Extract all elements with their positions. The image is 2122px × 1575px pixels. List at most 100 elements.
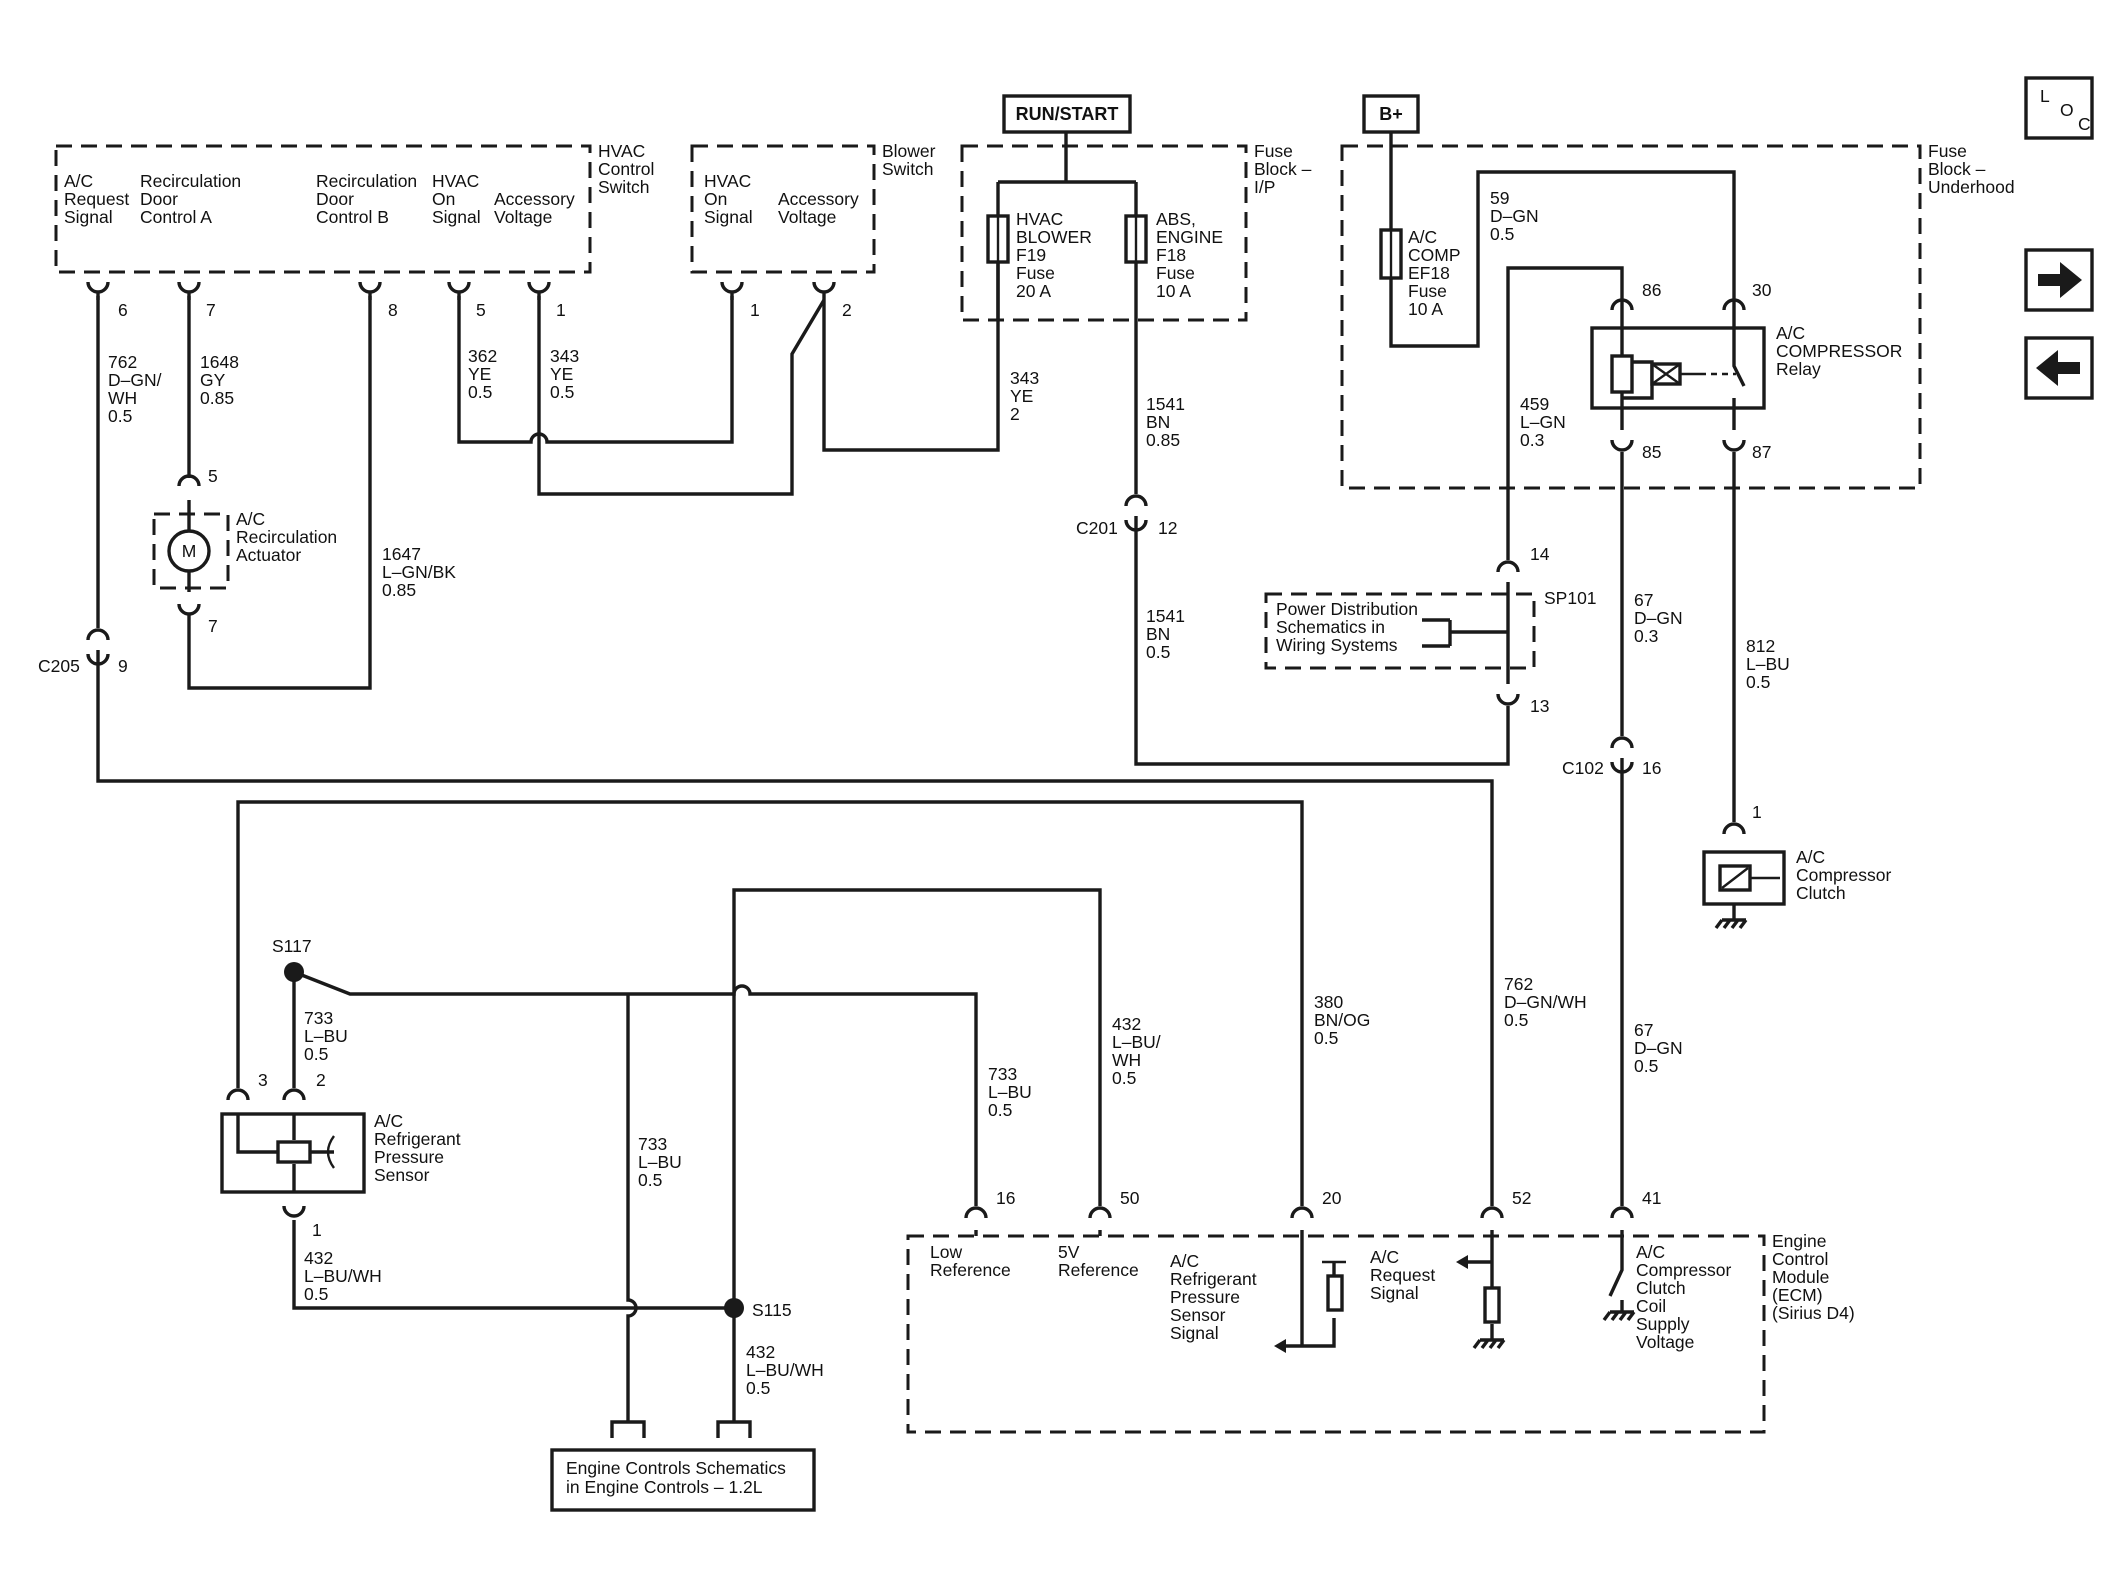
pressure-sensor-element <box>276 1140 312 1164</box>
loc-letter: O <box>2060 100 2074 120</box>
wire-762 <box>96 296 1494 1206</box>
label-pins-r30: 30 <box>1752 280 1772 300</box>
bplus-box <box>1362 94 1420 134</box>
run-start-box <box>1002 94 1132 134</box>
ecm-request-resistor <box>1483 1286 1501 1324</box>
ecm-pressure-circuit <box>1280 1230 1336 1348</box>
wire-343-a <box>537 296 826 496</box>
engine-controls-box <box>550 1448 816 1512</box>
clutch-ground <box>1714 904 1748 930</box>
clutch-coil-slash <box>1721 867 1780 889</box>
label-pins-m7: 7 <box>208 616 218 636</box>
label-pins-s115: S115 <box>752 1300 792 1320</box>
recirc-actuator-box <box>152 512 230 590</box>
label-pins-c205-pin: 9 <box>118 656 128 676</box>
connector-cups <box>86 281 1746 1219</box>
wire-733 <box>292 970 978 1422</box>
label-pins-r86: 86 <box>1642 280 1661 300</box>
fuse-ip-bus <box>996 132 1138 320</box>
motor-letter: M <box>182 541 197 561</box>
label-pins-h8: 8 <box>388 300 398 320</box>
ecm-request-circuit <box>1462 1230 1506 1350</box>
pressure-sensor-arrow <box>326 1135 335 1169</box>
engine-controls-connectors <box>610 1420 752 1438</box>
prev-arrow-shape <box>2036 350 2080 386</box>
label-pins-sp13: 13 <box>1530 696 1549 716</box>
label-pins-c201: C201 <box>1076 518 1118 538</box>
ecm-pressure-arrow <box>1274 1339 1286 1353</box>
ecm-internal-ground-refs <box>974 1230 1102 1236</box>
label-pins-cl1: 1 <box>1752 802 1762 822</box>
label-pins-r85: 85 <box>1642 442 1661 462</box>
label-pins-ps1: 1 <box>312 1220 322 1240</box>
label-pins-r87: 87 <box>1752 442 1771 462</box>
label-supply-run-start: RUN/START <box>1016 104 1119 124</box>
label-pins-c102: C102 <box>1562 758 1604 778</box>
label-pins-b2: 2 <box>842 300 852 320</box>
wire-380 <box>236 800 1304 1206</box>
label-pins-e41: 41 <box>1642 1188 1661 1208</box>
label-pins-ps3: 3 <box>258 1070 268 1090</box>
label-pins-h1: 1 <box>556 300 566 320</box>
loc-icon[interactable] <box>2024 76 2094 140</box>
fuse-block-underhood-box <box>1340 144 1922 490</box>
label-pins-e16: 16 <box>996 1188 1015 1208</box>
label-pins-h7: 7 <box>206 300 216 320</box>
wire-343-b <box>822 260 1000 452</box>
wire-459 <box>1506 266 1624 560</box>
relay-coil <box>1610 354 1634 394</box>
loc-letter: L <box>2040 86 2050 106</box>
wire-432 <box>292 888 1102 1422</box>
sp101-internal <box>1422 582 1510 684</box>
label-pins-h5: 5 <box>476 300 486 320</box>
loc-letter: C <box>2078 114 2091 134</box>
label-pins-c102-pin: 16 <box>1642 758 1661 778</box>
label-pins-e20: 20 <box>1322 1188 1342 1208</box>
label-pins-sp101: SP101 <box>1544 588 1597 608</box>
label-pins-ps2: 2 <box>316 1070 326 1090</box>
wire-362 <box>457 296 734 444</box>
wire-1647 <box>187 296 372 690</box>
fuse-block-ip-box <box>960 144 1248 322</box>
wire-bplus <box>1389 132 1736 348</box>
label-pins-c205: C205 <box>38 656 80 676</box>
next-arrow-shape <box>2038 262 2082 298</box>
pressure-sensor-internal <box>236 1114 334 1192</box>
